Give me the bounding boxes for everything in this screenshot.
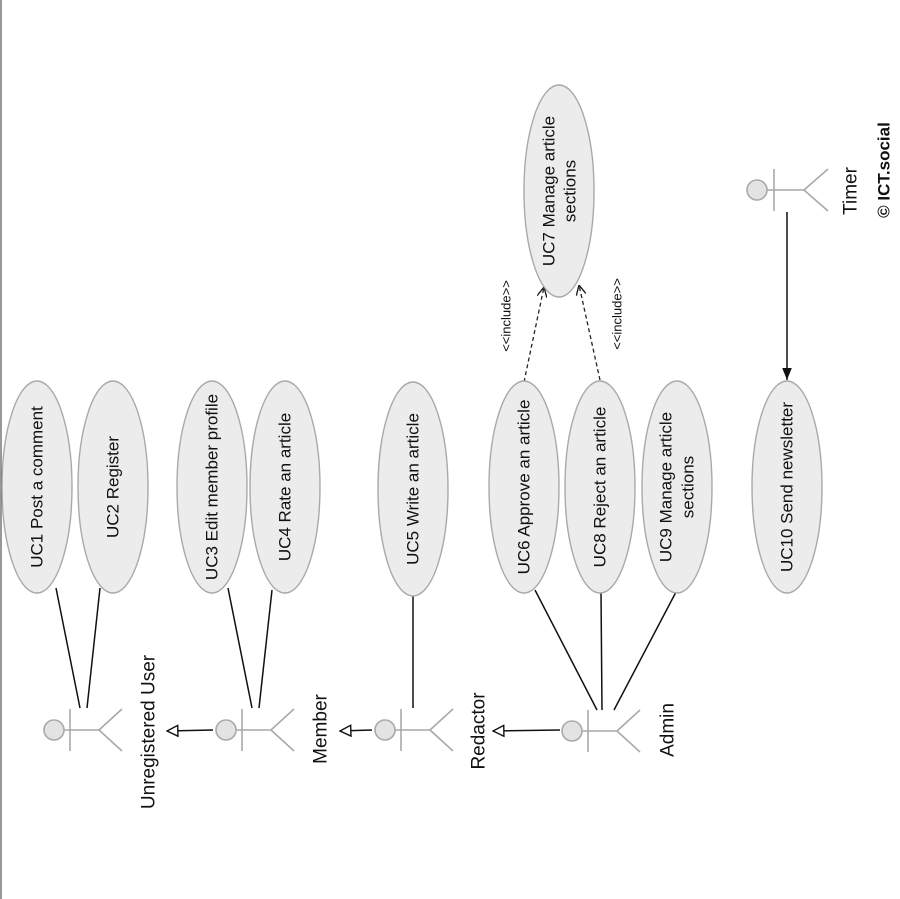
actor-figure-unregistered-user [43, 708, 123, 752]
actor-label-unregistered-user: Unregistered User [139, 654, 160, 809]
include-label-uc8: <<include>> [610, 278, 625, 350]
use-case-uc4: UC4 Rate an article [249, 380, 321, 594]
use-case-uc5: UC5 Write an article [377, 381, 449, 597]
uc1-label: UC1 Post a comment [28, 406, 47, 568]
uc3-label: UC3 Edit member profile [203, 394, 222, 580]
assoc-member-uc4 [258, 589, 273, 709]
uc4-label: UC4 Rate an article [276, 413, 295, 561]
include-arrow-uc8-uc7 [579, 285, 601, 381]
uc2-label: UC2 Register [104, 436, 123, 538]
use-case-uc1: UC1 Post a comment [1, 380, 73, 594]
include-label-uc6: <<include>> [499, 280, 514, 352]
actor-figure-redactor [374, 708, 454, 752]
assoc-admin-uc9 [613, 591, 677, 711]
use-case-uc3: UC3 Edit member profile [176, 380, 248, 594]
assoc-unregistered-uc1 [55, 587, 81, 709]
generalization-redactor-to-member [340, 730, 373, 731]
uc6-label: UC6 Approve an article [515, 400, 534, 575]
use-case-uc7: UC7 Manage article sections [523, 84, 595, 298]
uc9-label-line2: sections [679, 456, 698, 518]
generalization-member-to-unregistered [167, 730, 214, 731]
actor-figure-timer [746, 168, 829, 212]
uc7-label-line2: sections [561, 160, 580, 222]
uc10-label: UC10 Send newsletter [778, 402, 797, 572]
uc7-label-line1: UC7 Manage article [540, 116, 559, 266]
use-case-uc9: UC9 Manage article sections [641, 380, 713, 594]
actor-label-timer: Timer [841, 166, 862, 215]
assoc-member-uc3 [227, 587, 253, 709]
uc9-label-line1: UC9 Manage article [657, 412, 676, 562]
assoc-admin-uc8 [600, 591, 603, 711]
uc5-label: UC5 Write an article [404, 413, 423, 565]
assoc-unregistered-uc2 [86, 587, 101, 709]
use-case-uc8: UC8 Reject an article [564, 380, 636, 594]
actor-label-admin: Admin [658, 703, 679, 757]
use-case-uc10: UC10 Send newsletter [751, 380, 823, 594]
actor-label-redactor: Redactor [469, 692, 490, 770]
actor-label-member: Member [311, 693, 332, 763]
actor-figure-admin [561, 709, 641, 753]
assoc-admin-uc6 [534, 589, 598, 711]
actor-figure-member [215, 708, 295, 752]
copyright-text: © ICT.social [875, 122, 894, 218]
include-arrow-uc6-uc7 [523, 287, 544, 383]
use-case-uc2: UC2 Register [77, 380, 149, 594]
generalization-admin-to-redactor [493, 730, 561, 731]
uc8-label: UC8 Reject an article [591, 407, 610, 568]
use-case-uc6: UC6 Approve an article [488, 380, 560, 594]
